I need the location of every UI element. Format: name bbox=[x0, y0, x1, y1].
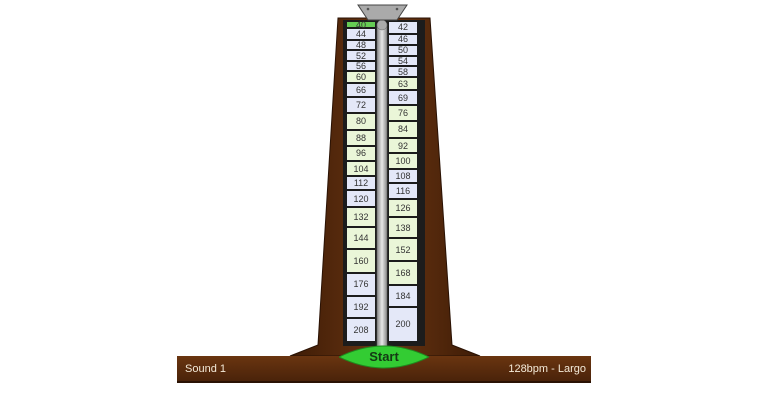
tempo-mark-76[interactable]: 76 bbox=[389, 105, 417, 123]
tempo-mark-120[interactable]: 120 bbox=[347, 191, 375, 209]
tempo-mark-208[interactable]: 208 bbox=[347, 318, 375, 343]
tempo-mark-192[interactable]: 192 bbox=[347, 296, 375, 319]
tempo-mark-116[interactable]: 116 bbox=[389, 184, 417, 200]
tempo-mark-168[interactable]: 168 bbox=[389, 262, 417, 286]
tempo-mark-108[interactable]: 108 bbox=[389, 169, 417, 185]
tempo-mark-56[interactable]: 56 bbox=[347, 61, 375, 73]
tempo-mark-112[interactable]: 112 bbox=[347, 176, 375, 192]
tempo-mark-50[interactable]: 50 bbox=[389, 45, 417, 57]
tempo-mark-60[interactable]: 60 bbox=[347, 72, 375, 85]
tempo-mark-126[interactable]: 126 bbox=[389, 199, 417, 219]
start-label: Start bbox=[369, 349, 399, 364]
tempo-readout: 128bpm - Largo bbox=[508, 363, 586, 375]
tempo-mark-40[interactable]: 40 bbox=[347, 20, 375, 30]
tempo-mark-80[interactable]: 80 bbox=[347, 113, 375, 131]
tempo-mark-72[interactable]: 72 bbox=[347, 98, 375, 114]
tempo-mark-58[interactable]: 58 bbox=[389, 67, 417, 79]
tempo-mark-42[interactable]: 42 bbox=[389, 22, 417, 35]
tempo-mark-63[interactable]: 63 bbox=[389, 78, 417, 92]
tempo-mark-104[interactable]: 104 bbox=[347, 162, 375, 177]
tempo-mark-54[interactable]: 54 bbox=[389, 56, 417, 67]
sound-selector[interactable]: Sound 1 bbox=[185, 363, 226, 375]
tempo-mark-184[interactable]: 184 bbox=[389, 285, 417, 308]
tempo-mark-46[interactable]: 46 bbox=[389, 34, 417, 47]
tempo-mark-132[interactable]: 132 bbox=[347, 208, 375, 229]
pendulum-pivot-icon bbox=[376, 19, 388, 31]
tempo-mark-44[interactable]: 44 bbox=[347, 29, 375, 41]
tempo-mark-69[interactable]: 69 bbox=[389, 91, 417, 106]
tempo-mark-48[interactable]: 48 bbox=[347, 40, 375, 52]
tempo-mark-96[interactable]: 96 bbox=[347, 146, 375, 163]
start-button[interactable]: Start bbox=[339, 345, 429, 369]
tempo-mark-66[interactable]: 66 bbox=[347, 84, 375, 99]
tempo-mark-200[interactable]: 200 bbox=[389, 307, 417, 343]
tempo-mark-88[interactable]: 88 bbox=[347, 130, 375, 147]
tempo-mark-92[interactable]: 92 bbox=[389, 138, 417, 155]
tempo-mark-84[interactable]: 84 bbox=[389, 122, 417, 139]
tempo-mark-100[interactable]: 100 bbox=[389, 154, 417, 170]
tempo-mark-160[interactable]: 160 bbox=[347, 250, 375, 274]
tempo-mark-176[interactable]: 176 bbox=[347, 274, 375, 297]
pendulum-weight bbox=[357, 4, 408, 21]
tempo-mark-138[interactable]: 138 bbox=[389, 218, 417, 240]
tempo-mark-152[interactable]: 152 bbox=[389, 239, 417, 263]
tempo-mark-144[interactable]: 144 bbox=[347, 228, 375, 251]
tempo-mark-52[interactable]: 52 bbox=[347, 51, 375, 62]
